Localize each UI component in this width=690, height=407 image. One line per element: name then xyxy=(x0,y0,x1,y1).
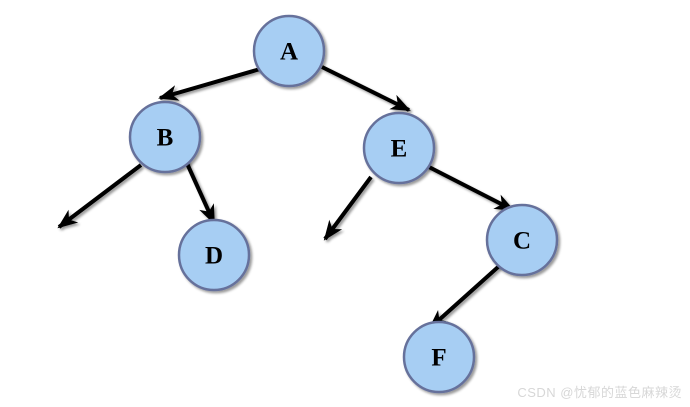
tree-node-label-D: D xyxy=(205,243,223,270)
tree-node-circle-B xyxy=(128,100,202,174)
tree-node-circle-D xyxy=(177,218,251,292)
tree-node-circle-C xyxy=(485,203,559,277)
tree-node-D: D xyxy=(177,218,251,292)
tree-edge-B-null xyxy=(57,163,143,229)
tree-node-label-C: C xyxy=(513,228,531,255)
tree-node-circle-E xyxy=(362,111,436,185)
watermark: CSDN @忧郁的蓝色麻辣烫 xyxy=(517,382,682,401)
tree-nodes: A B E D C F xyxy=(128,14,559,394)
tree-edge-E-C xyxy=(426,164,515,212)
tree-edges xyxy=(57,65,515,330)
tree-edge-E-null xyxy=(323,175,373,241)
tree-node-B: B xyxy=(128,100,202,174)
tree-node-circle-A xyxy=(252,14,326,88)
tree-node-circle-F xyxy=(402,320,476,394)
tree-node-label-F: F xyxy=(431,345,446,372)
watermark-text: CSDN @忧郁的蓝色麻辣烫 xyxy=(517,385,682,400)
tree-edge-C-F xyxy=(428,257,509,330)
tree-node-label-B: B xyxy=(157,125,174,152)
tree-edge-B-D xyxy=(183,158,216,225)
tree-edge-A-B xyxy=(158,65,268,101)
tree-node-label-A: A xyxy=(280,39,298,66)
tree-node-C: C xyxy=(485,203,559,277)
tree-node-A: A xyxy=(252,14,326,88)
tree-node-label-E: E xyxy=(391,136,408,163)
tree-edge-A-E xyxy=(321,65,411,112)
tree-node-F: F xyxy=(402,320,476,394)
tree-node-E: E xyxy=(362,111,436,185)
